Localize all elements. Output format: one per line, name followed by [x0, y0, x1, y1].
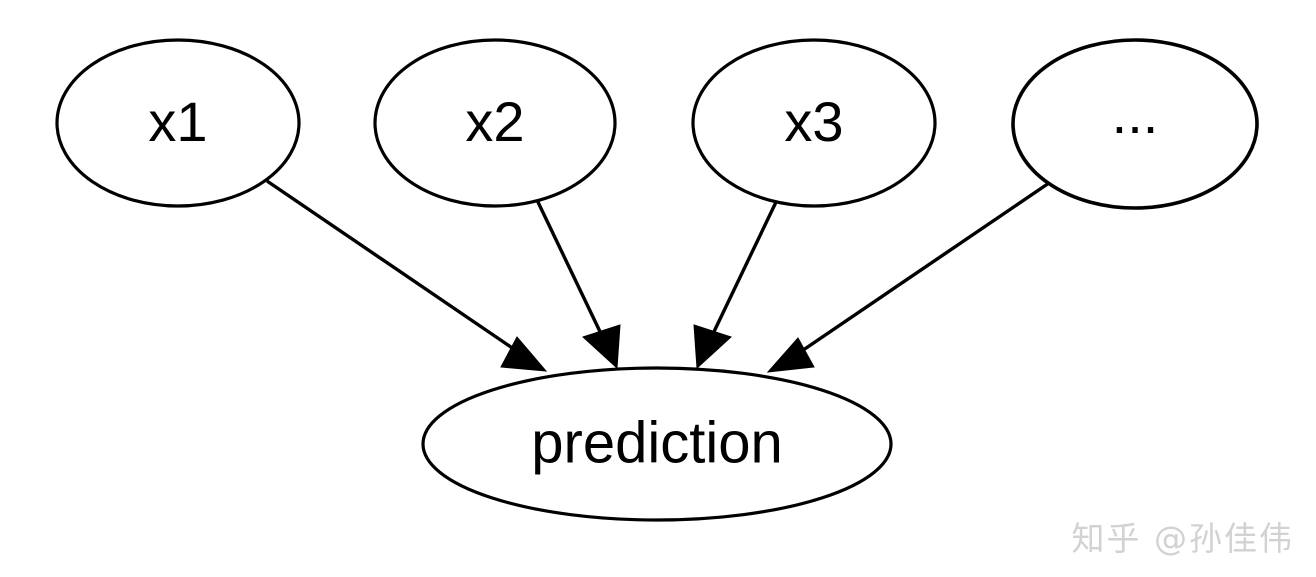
- nodes-group: x1 x2 x3 ... prediction: [55, 38, 1259, 522]
- node-x2[interactable]: x2: [373, 38, 617, 208]
- node-x2-ellipse: [373, 38, 617, 208]
- node-x3-ellipse: [691, 38, 937, 208]
- node-prediction[interactable]: prediction: [421, 366, 893, 522]
- arrowhead-x2: [582, 324, 621, 370]
- edge-line-x1: [266, 179, 528, 360]
- edge-line-x3: [708, 199, 779, 341]
- edge-line-x2: [535, 199, 606, 341]
- edges-group: [266, 179, 1050, 373]
- node-ellipsis-label: ...: [1112, 82, 1159, 145]
- edge-x1-to-prediction[interactable]: [266, 179, 548, 372]
- edge-x3-to-prediction[interactable]: [693, 199, 779, 370]
- arrowhead-x3: [693, 324, 732, 370]
- arrowhead-x1: [500, 336, 548, 372]
- node-x1[interactable]: x1: [55, 38, 301, 208]
- node-prediction-label: prediction: [531, 410, 782, 475]
- edge-line-ellipsis: [789, 181, 1050, 361]
- node-x1-ellipse: [55, 38, 301, 208]
- node-x3[interactable]: x3: [691, 38, 937, 208]
- edge-x2-to-prediction[interactable]: [535, 199, 621, 370]
- node-x3-label: x3: [784, 90, 843, 153]
- node-prediction-ellipse: [421, 366, 893, 522]
- edge-ellipsis-to-prediction[interactable]: [766, 181, 1050, 373]
- node-ellipsis-ellipse: [1011, 38, 1259, 210]
- zhihu-watermark: 知乎 @孙佳伟: [1071, 519, 1294, 558]
- node-x2-label: x2: [465, 90, 524, 153]
- arrowhead-ellipsis: [766, 337, 815, 373]
- node-ellipsis[interactable]: ...: [1011, 38, 1259, 210]
- node-x1-label: x1: [148, 90, 207, 153]
